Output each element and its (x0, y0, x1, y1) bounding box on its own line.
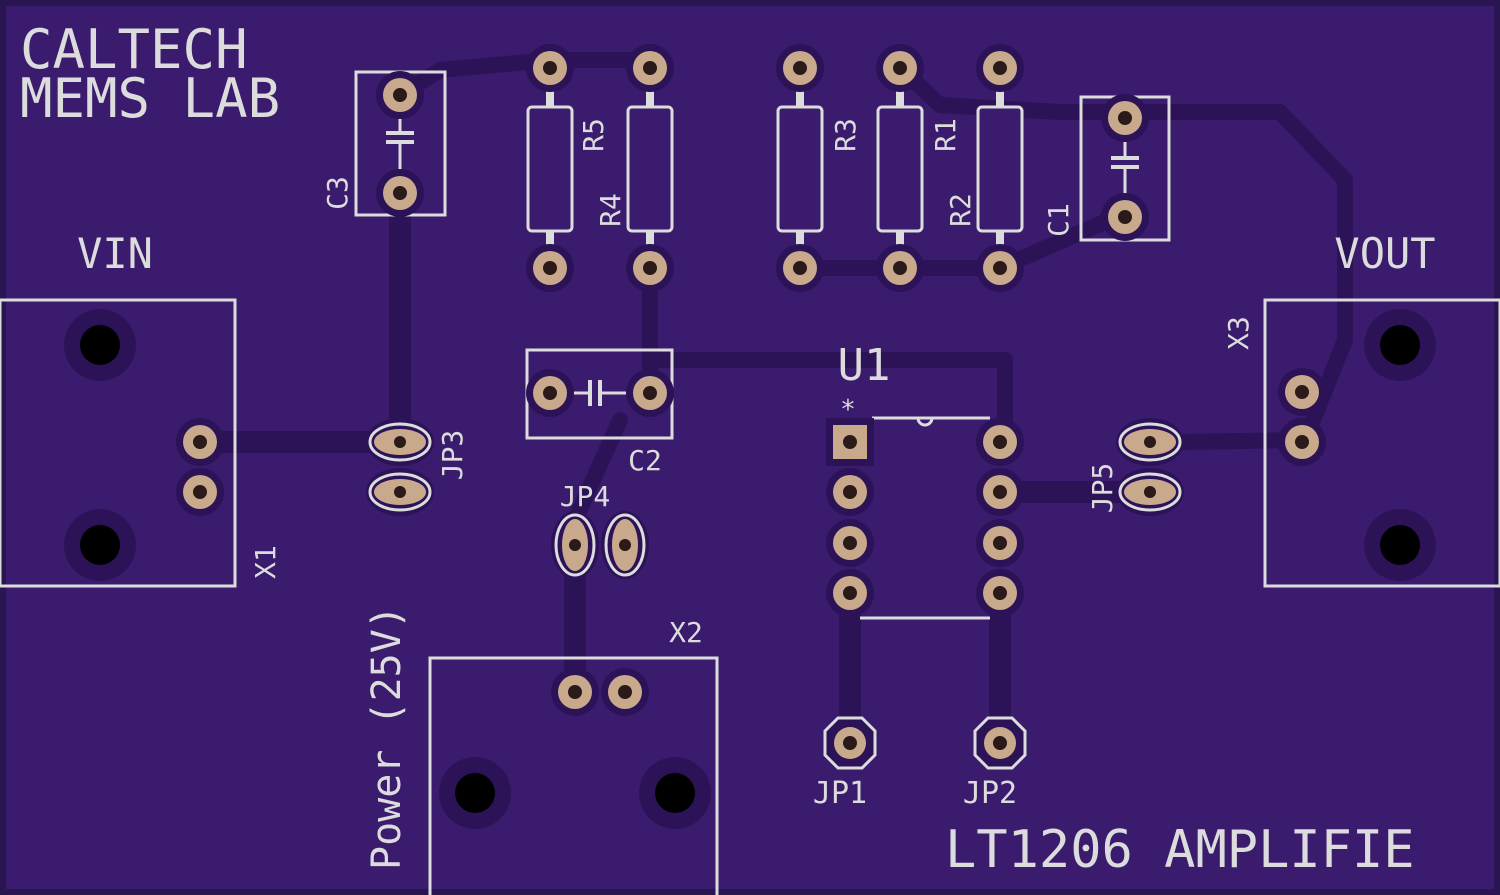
connector-x1-label: VIN (77, 229, 153, 278)
capacitor-c1: C1 (1042, 94, 1171, 242)
jumper-jp5-ref: JP5 (1086, 463, 1119, 514)
resistor-r5-ref: R5 (577, 118, 610, 152)
board-title-line1: CALTECH (20, 18, 248, 81)
resistor-r2: R2 (944, 44, 1024, 292)
resistor-r4-ref: R4 (594, 193, 627, 227)
resistor-r4: R4 (594, 44, 674, 292)
connector-x1-outline (0, 298, 237, 588)
jumper-jp3-ref: JP3 (436, 430, 469, 481)
board-title-line2: MEMS LAB (20, 67, 280, 130)
resistor-r5: R5 (526, 44, 610, 292)
connector-x3: VOUT X3 (1222, 229, 1500, 588)
connector-x3-outline (1263, 298, 1500, 588)
ic-u1: U1 * (826, 340, 1024, 620)
jumper-jp1: JP1 (813, 716, 877, 811)
capacitor-c1-ref: C1 (1042, 203, 1075, 237)
capacitor-c3-ref: C3 (321, 176, 354, 210)
jumper-jp2-ref: JP2 (963, 776, 1017, 811)
connector-x3-label: VOUT (1334, 229, 1435, 278)
resistor-r3: R3 (776, 44, 862, 292)
connector-x2-ref: X2 (669, 616, 703, 649)
connector-x2-label: Power (25V) (364, 605, 410, 870)
ic-u1-ref: U1 (838, 340, 891, 391)
capacitor-c3: C3 (321, 70, 447, 217)
connector-x2-outline (428, 656, 719, 895)
capacitor-c2: C2 (525, 348, 674, 477)
board-footer-label: LT1206 AMPLIFIE (945, 820, 1415, 880)
connector-x1: VIN X1 (0, 229, 282, 588)
resistor-r1: R1 (876, 44, 962, 292)
jumper-jp5: JP5 (1086, 418, 1184, 516)
jumper-jp4-ref: JP4 (560, 480, 611, 513)
resistor-r3-ref: R3 (829, 118, 862, 152)
jumper-jp2: JP2 (963, 716, 1027, 811)
jumper-jp1-ref: JP1 (813, 776, 867, 811)
ic-u1-pin1-marker: * (840, 395, 856, 425)
connector-x1-ref: X1 (249, 545, 282, 579)
jumper-jp3: JP3 (366, 418, 469, 516)
capacitor-c2-ref: C2 (628, 444, 662, 477)
resistor-r2-ref: R2 (944, 193, 977, 227)
connector-x3-ref: X3 (1222, 316, 1255, 350)
resistor-r1-ref: R1 (929, 118, 962, 152)
connector-x2: X2 Power (25V) (364, 605, 719, 895)
jumper-jp4: JP4 (551, 480, 649, 579)
